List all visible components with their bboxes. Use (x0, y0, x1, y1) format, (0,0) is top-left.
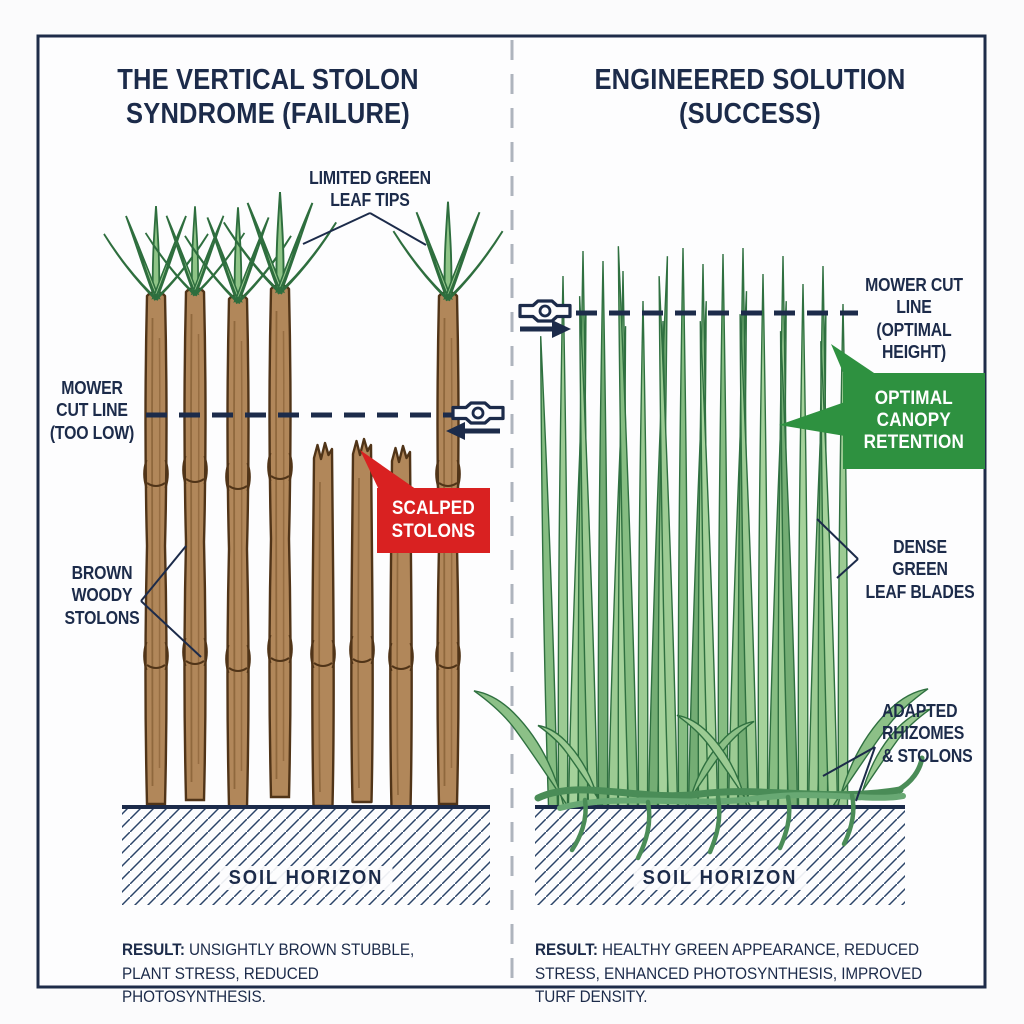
scalped-stolon (349, 437, 375, 804)
result-text-right: RESULT: HEALTHY GREEN APPEARANCE, REDUCE… (535, 940, 923, 1007)
scalped-stolons-badge: SCALPED STOLONS (377, 488, 490, 553)
result-text-left: RESULT: UNSIGHTLY BROWN STUBBLE, PLANT S… (122, 940, 415, 1007)
canopy-badge-tail (779, 344, 880, 436)
soil-horizon-label-right: SOIL HORIZON (550, 844, 890, 890)
callout-lines-right (816, 518, 876, 802)
mower-blade-icon (451, 401, 505, 425)
label-adapted-rhizomes-stolons: ADAPTED RHIZOMES & STOLONS (882, 701, 973, 766)
optimal-canopy-retention-badge-text: OPTIMAL CANOPY RETENTION (863, 387, 965, 454)
scalped-badge-tail (360, 450, 420, 492)
frame-border (36, 34, 987, 989)
label-mower-cut-line-right: MOWER CUT LINE (OPTIMAL HEIGHT) (865, 275, 963, 362)
label-dense-green-leaf-blades: DENSE GREEN LEAF BLADES (865, 537, 975, 602)
label-brown-woody-stolons: BROWN WOODY STOLONS (64, 563, 140, 628)
arrow-left-icon (446, 422, 500, 440)
label-limited-green-leaf-tips: LIMITED GREEN LEAF TIPS (309, 168, 431, 211)
left-panel-title: THE VERTICAL STOLON SYNDROME (FAILURE) (117, 64, 419, 130)
arrow-right-icon (520, 320, 571, 338)
scalped-stolon (310, 441, 336, 808)
scalped-stolons-badge-text: SCALPED STOLONS (391, 498, 476, 542)
callout-lines-left (140, 212, 427, 658)
rhizomes-stolons (534, 755, 925, 861)
optimal-canopy-retention-badge: OPTIMAL CANOPY RETENTION (843, 373, 985, 469)
label-mower-cut-line-left: MOWER CUT LINE (TOO LOW) (49, 378, 135, 443)
soil-horizon-label-left: SOIL HORIZON (137, 844, 476, 890)
mower-blade-icon (518, 299, 572, 323)
right-panel-title: ENGINEERED SOLUTION (SUCCESS) (594, 64, 906, 130)
